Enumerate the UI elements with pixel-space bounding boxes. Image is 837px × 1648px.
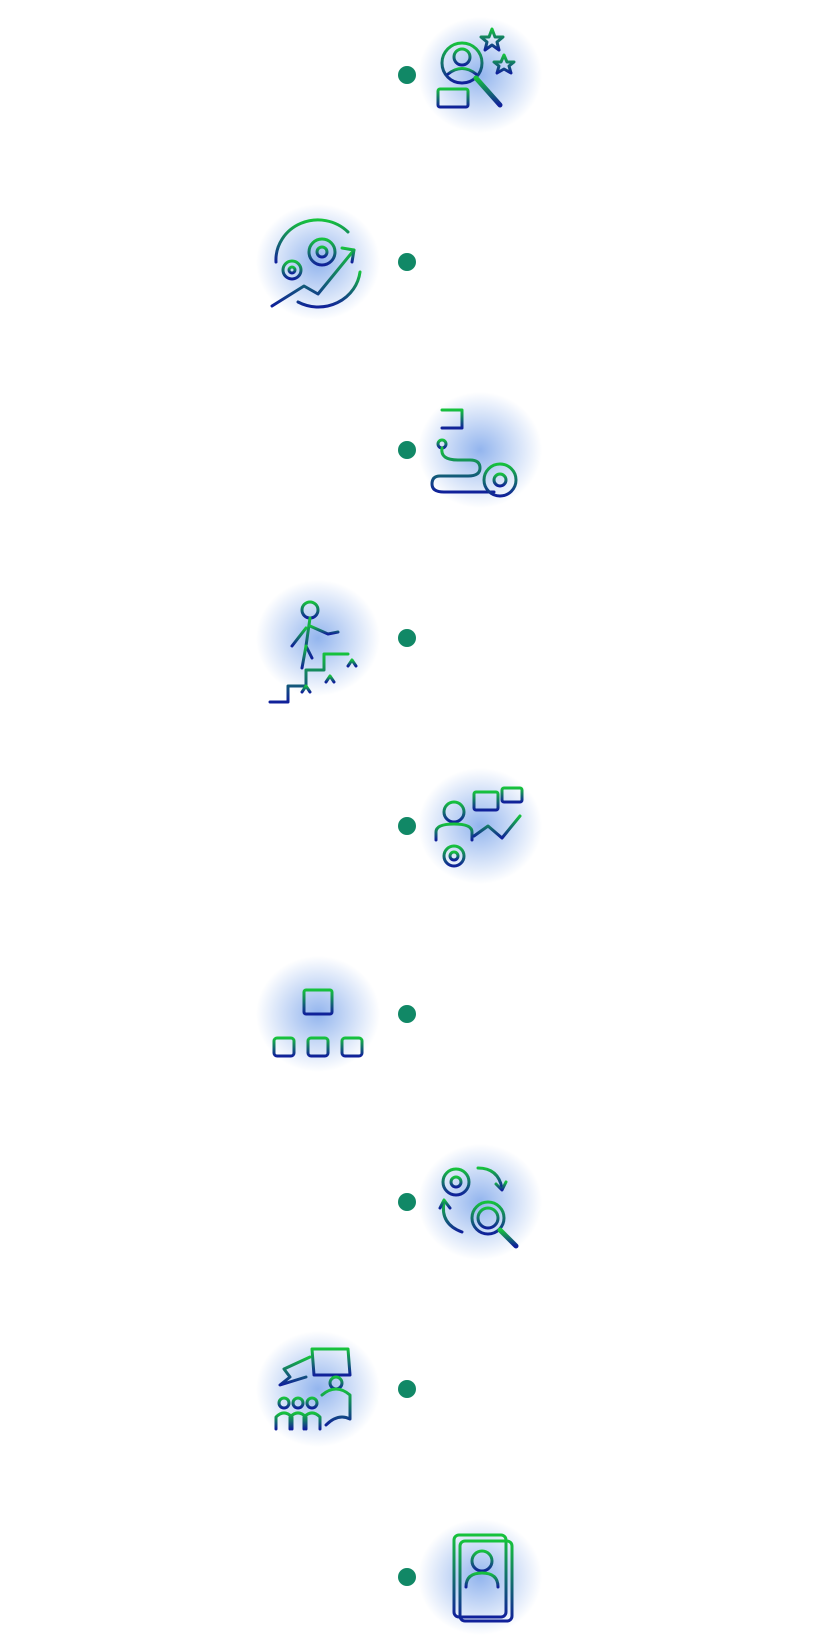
timeline-node-4 (398, 629, 416, 647)
step-1 (418, 17, 542, 133)
icon-glow (418, 1144, 542, 1260)
timeline-node-8 (398, 1380, 416, 1398)
step-5 (418, 768, 542, 884)
timeline-node-6 (398, 1005, 416, 1023)
career-stairs-icon (268, 600, 358, 704)
timeline-node-1 (398, 66, 416, 84)
icon-glow (256, 580, 380, 696)
org-hierarchy-icon (272, 988, 364, 1058)
timeline-node-9 (398, 1568, 416, 1586)
step-4 (256, 580, 380, 704)
timeline-node-7 (398, 1193, 416, 1211)
candidate-search-icon (436, 27, 516, 109)
team-leadership-icon (272, 1347, 352, 1431)
step-8 (256, 1331, 380, 1447)
icon-glow (418, 392, 542, 508)
timeline-node-5 (398, 817, 416, 835)
analyst-presentation-icon (434, 786, 526, 870)
step-6 (256, 956, 380, 1072)
step-2 (256, 204, 380, 320)
step-7 (418, 1144, 542, 1260)
profile-document-icon (452, 1533, 514, 1623)
roadmap-goal-icon (430, 408, 518, 498)
timeline-node-3 (398, 441, 416, 459)
step-3 (418, 392, 542, 508)
icon-glow (418, 17, 542, 133)
step-9 (418, 1519, 542, 1635)
timeline-node-2 (398, 253, 416, 271)
settings-review-icon (438, 1166, 519, 1249)
process-growth-gears-icon (270, 218, 362, 309)
